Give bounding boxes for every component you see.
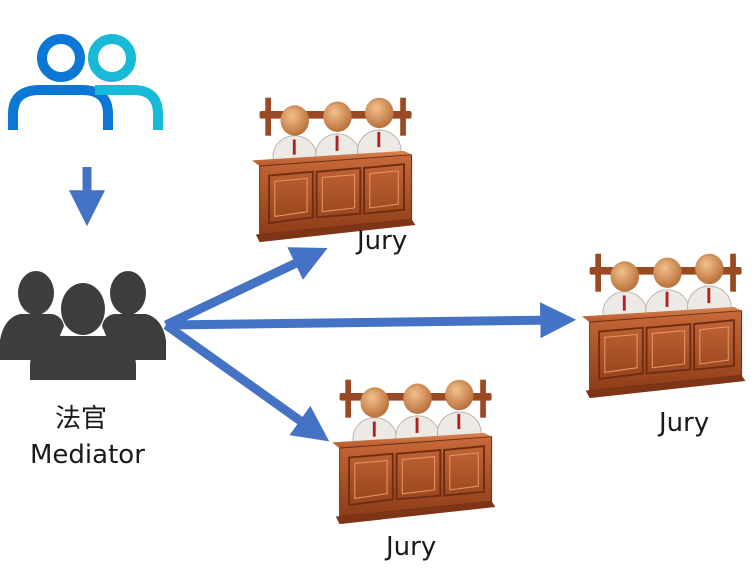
mediator-label-en: Mediator [30, 440, 145, 470]
arrow-to-jury-top [164, 247, 328, 330]
jury-label-right: Jury [659, 408, 710, 438]
jury-label-bottom: Jury [386, 532, 437, 562]
jury-box-icon [251, 96, 417, 244]
arrow-to-jury-right [165, 302, 577, 339]
jury-label-top: Jury [357, 226, 408, 256]
jury-box-icon [331, 378, 497, 526]
arrow-to-jury-bottom [163, 321, 330, 442]
users-outline-icon [7, 34, 163, 130]
jury-box-icon [581, 252, 747, 400]
group-people-icon [0, 271, 166, 380]
mediator-label-cn: 法官 [55, 404, 108, 434]
